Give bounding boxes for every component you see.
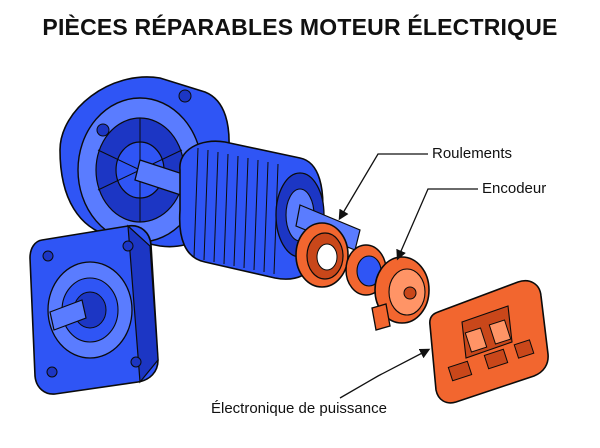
bearings (295, 222, 387, 296)
rotor-rib (243, 157, 249, 269)
encoder (371, 256, 430, 331)
rotor-rib (253, 159, 259, 271)
rotor-rib (213, 151, 219, 263)
leader-line-encoder (396, 188, 478, 261)
label-bearings: Roulements (432, 145, 513, 162)
leader-line-bearings (338, 153, 428, 221)
label-encoder: Encodeur (482, 180, 547, 197)
power-electronics (429, 280, 549, 404)
label-power-electronics: Électronique de puissance (211, 400, 387, 417)
front-flange (29, 224, 159, 395)
leader-line-power-electronics (339, 348, 431, 399)
rotor-rib (263, 161, 269, 273)
rotor-rib (193, 147, 199, 259)
rotor-rib (203, 149, 209, 261)
rotor-rib (223, 153, 229, 265)
diagram-title: PIÈCES RÉPARABLES MOTEUR ÉLECTRIQUE (42, 14, 558, 40)
rotor-rib (233, 155, 239, 267)
